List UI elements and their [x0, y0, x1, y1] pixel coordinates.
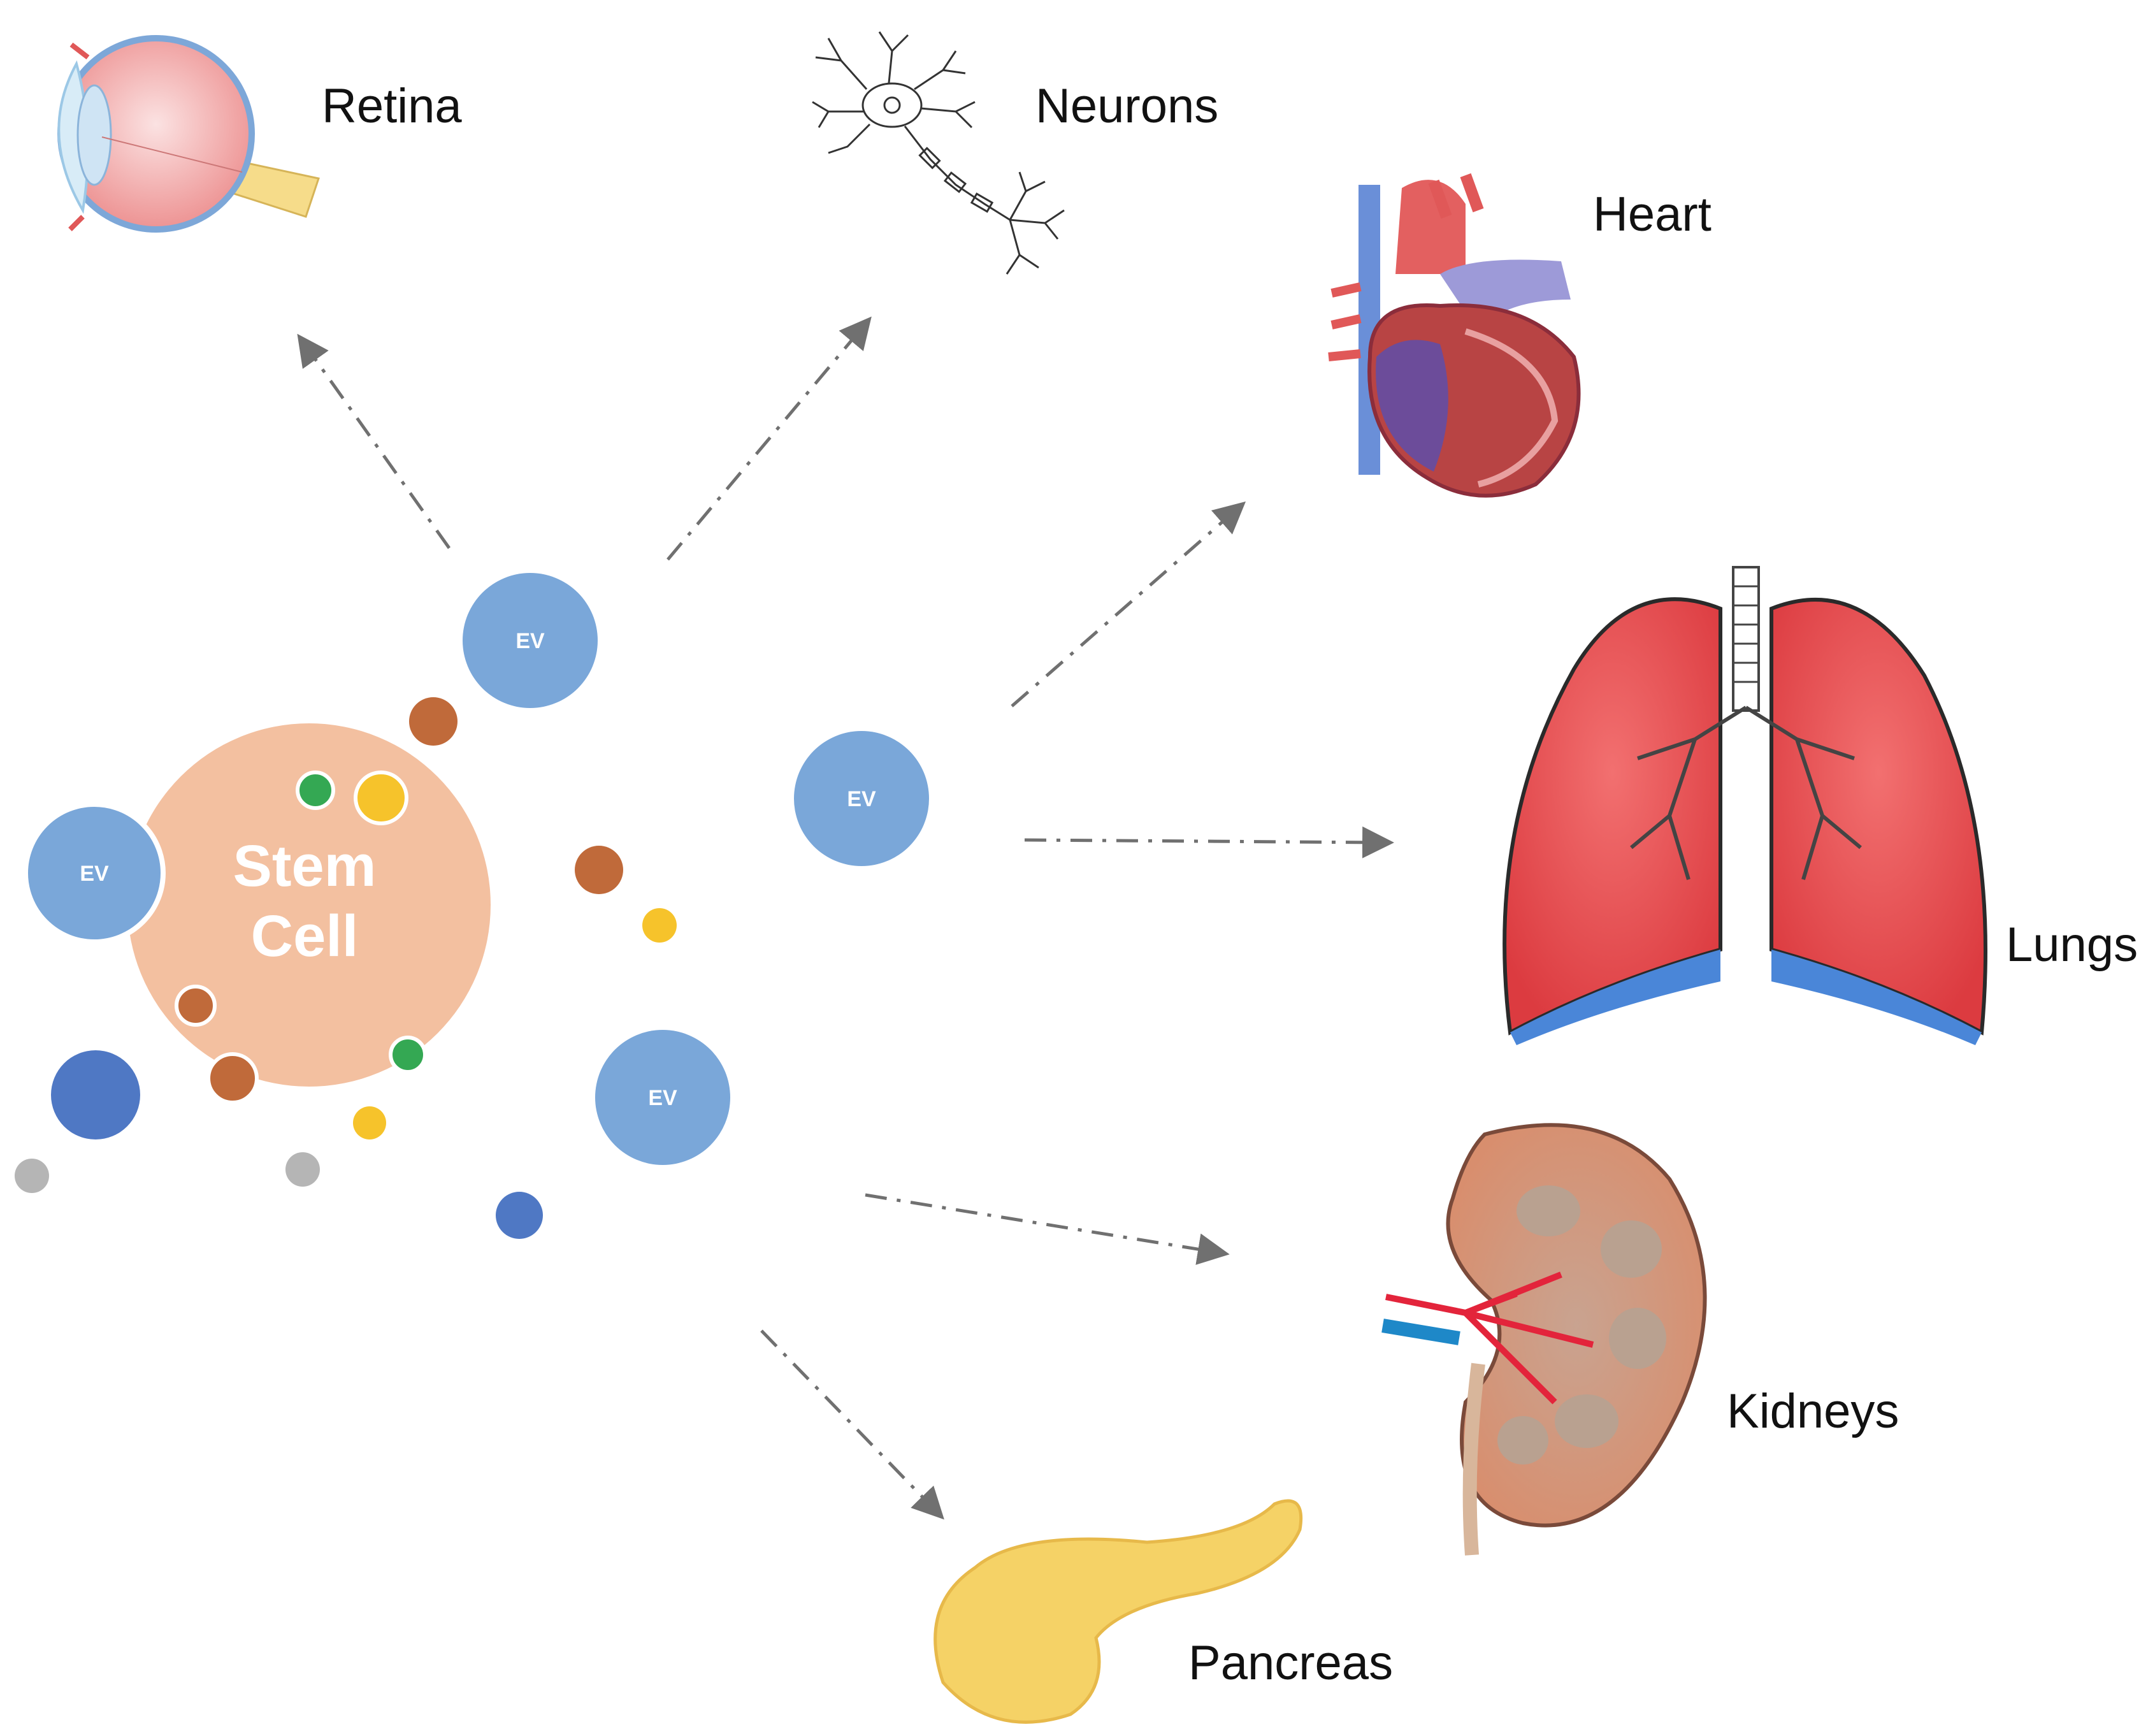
brown-vesicle: [206, 1052, 259, 1104]
brown-vesicle: [409, 697, 458, 746]
lungs-label: Lungs: [2006, 918, 2138, 972]
dark-blue-vesicle: [496, 1192, 543, 1239]
ev-particle: EV: [463, 573, 598, 708]
neurons-label: Neurons: [1035, 79, 1218, 133]
arrow-to-lungs: [1024, 826, 1394, 858]
green-vesicle: [296, 770, 335, 810]
stem-cell-label-line2: Cell: [251, 904, 359, 969]
pancreas-icon: [933, 1499, 1303, 1724]
arrow-to-pancreas: [760, 1329, 944, 1520]
arrow-to-heart: [1011, 501, 1246, 707]
ev-label: EV: [80, 862, 109, 886]
arrow-to-neurons: [667, 316, 872, 561]
ev-label: EV: [847, 787, 876, 811]
arrows: [297, 316, 1394, 1520]
green-vesicle: [389, 1036, 427, 1074]
kidneys-label: Kidneys: [1727, 1384, 1899, 1438]
dark-blue-vesicle: [51, 1050, 140, 1139]
kidney-icon: [1381, 1123, 1707, 1556]
retina-label: Retina: [322, 79, 462, 133]
lungs-icon: [1503, 566, 1987, 1045]
ev-label: EV: [515, 629, 545, 653]
stem-cell-label-line1: Stem: [233, 834, 377, 899]
yellow-vesicle: [354, 770, 408, 825]
heart-label: Heart: [1593, 187, 1712, 242]
ev-particle: EV: [23, 802, 166, 944]
gray-vesicle: [15, 1159, 49, 1193]
yellow-vesicle: [353, 1106, 386, 1139]
neuron-icon: [812, 31, 1065, 275]
ev-particle: EV: [794, 731, 929, 866]
yellow-vesicle: [642, 908, 677, 943]
arrow-to-retina: [297, 333, 451, 549]
brown-vesicle: [175, 985, 217, 1027]
ev-particle: EV: [595, 1030, 730, 1165]
pancreas-label: Pancreas: [1188, 1636, 1393, 1690]
retina-eye-icon: [57, 35, 320, 233]
gray-vesicle: [285, 1152, 320, 1187]
brown-vesicle: [575, 846, 623, 894]
heart-icon: [1328, 173, 1581, 498]
ev-label: EV: [648, 1086, 677, 1110]
arrow-to-kidneys: [865, 1193, 1230, 1265]
